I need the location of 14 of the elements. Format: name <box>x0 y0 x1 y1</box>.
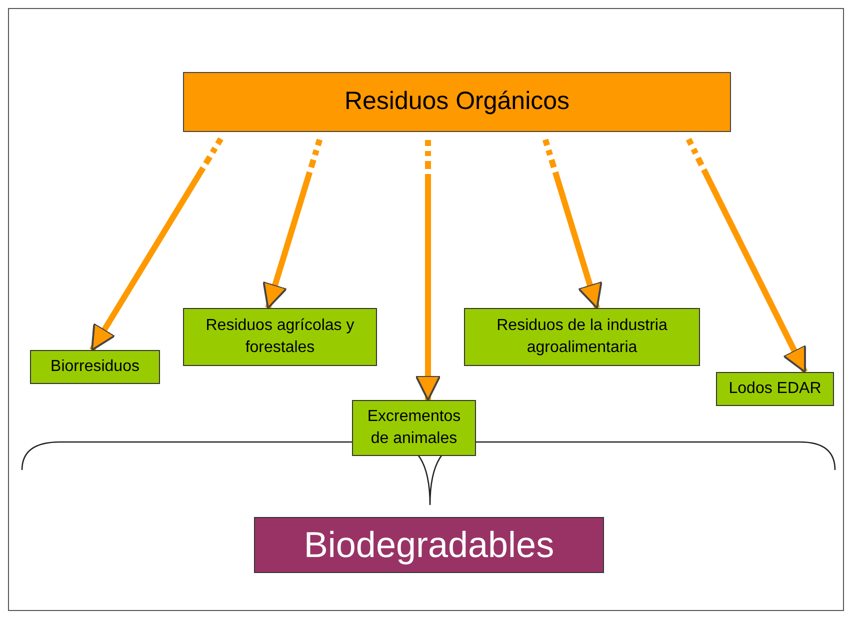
waste-type-box <box>30 350 160 384</box>
waste-type-box <box>183 308 377 366</box>
box-label: Residuos de la industria agroalimentaria <box>496 316 668 358</box>
box-label: Excrementos de animales <box>366 407 462 449</box>
result-box <box>254 517 604 573</box>
box-label: Biorresiduos <box>50 357 140 378</box>
waste-type-box <box>352 400 476 456</box>
waste-type-box <box>464 308 700 366</box>
waste-type-box <box>716 372 834 406</box>
category-box <box>183 72 731 132</box>
box-label: Residuos agrícolas y forestales <box>204 316 356 358</box>
box-label: Residuos Orgánicos <box>344 86 570 118</box>
box-label: Lodos EDAR <box>728 379 822 400</box>
box-label: Biodegradables <box>304 522 554 567</box>
